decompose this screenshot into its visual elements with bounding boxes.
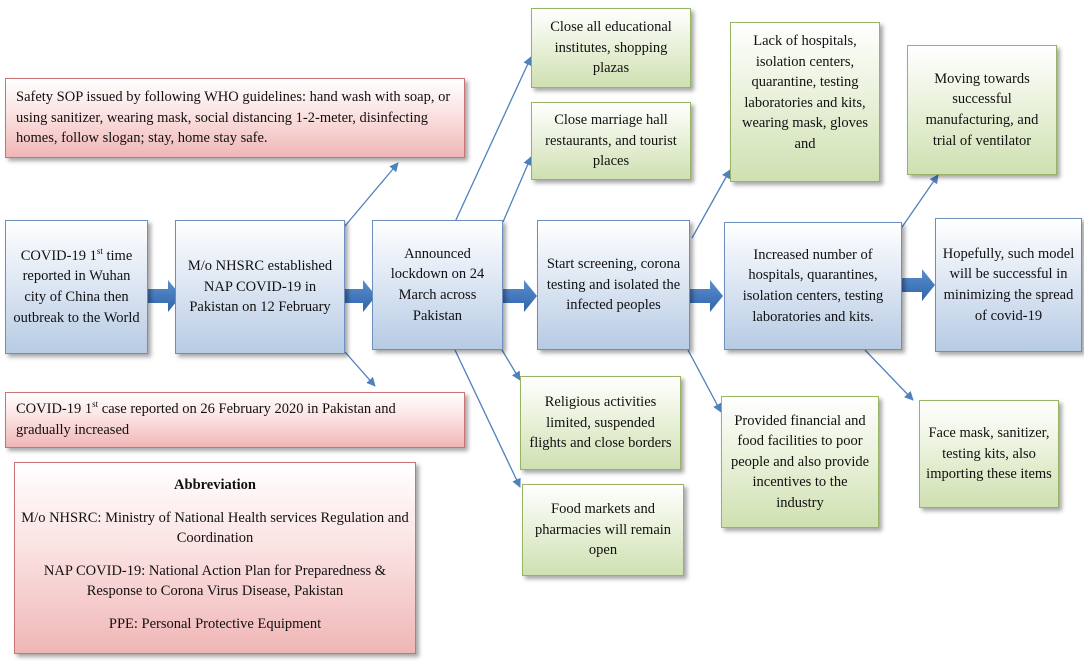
arrow-screening-to-financial: [687, 349, 722, 413]
abbreviation-item: M/o NHSRC: Ministry of National Health s…: [21, 509, 409, 547]
node-nhsrc: M/o NHSRC established NAP COVID-19 in Pa…: [175, 220, 345, 354]
abbreviation-panel: Abbreviation M/o NHSRC: Ministry of Nati…: [14, 462, 416, 654]
arrow-lockdown-to-religious: [501, 349, 521, 381]
block-arrow-4: [690, 280, 723, 312]
node-increased-capacity: Increased number of hospitals, quarantin…: [724, 222, 902, 350]
arrow-increased-to-ventilator: [899, 174, 939, 231]
note-religious-activities: Religious activities limited, suspended …: [520, 376, 681, 470]
abbreviation-item: PPE: Personal Protective Equipment: [108, 615, 322, 632]
node-covid-origin: COVID-19 1st time reported in Wuhan city…: [5, 220, 148, 354]
arrow-nhsrc-to-first-case: [344, 351, 376, 387]
block-arrow-2: [343, 280, 376, 312]
block-arrow-5: [902, 269, 935, 301]
block-arrow-3: [503, 280, 537, 312]
node-lockdown: Announced lockdown on 24 March across Pa…: [372, 220, 503, 350]
abbreviation-item: NAP COVID-19: National Action Plan for P…: [43, 562, 387, 600]
arrow-nhsrc-to-sop: [344, 162, 399, 227]
note-food-markets: Food markets and pharmacies will remain …: [522, 484, 684, 576]
note-first-case: COVID-19 1st case reported on 26 Februar…: [5, 392, 465, 448]
abbreviation-heading: Abbreviation: [174, 477, 256, 493]
arrow-lockdown-to-food: [454, 349, 521, 488]
arrow-lockdown-to-edu: [454, 56, 532, 223]
note-financial-support: Provided financial and food facilities t…: [721, 396, 879, 528]
note-face-mask-import: Face mask, sanitizer, testing kits, also…: [919, 400, 1059, 508]
note-close-educational: Close all educational institutes, shoppi…: [531, 8, 691, 88]
arrow-increased-to-facemask: [864, 349, 914, 401]
node-hopefully: Hopefully, such model will be successful…: [935, 218, 1082, 352]
arrow-lockdown-to-marriage: [502, 156, 532, 223]
note-safety-sop: Safety SOP issued by following WHO guide…: [5, 78, 465, 158]
block-arrow-1: [148, 280, 181, 312]
arrow-screening-to-lack: [691, 169, 731, 239]
note-ventilator: Moving towards successful manufacturing,…: [907, 45, 1057, 175]
node-screening: Start screening, corona testing and isol…: [537, 220, 690, 350]
note-close-marriage-halls: Close marriage hall restaurants, and tou…: [531, 102, 691, 180]
note-lack-of-hospitals: Lack of hospitals, isolation centers, qu…: [730, 22, 880, 182]
